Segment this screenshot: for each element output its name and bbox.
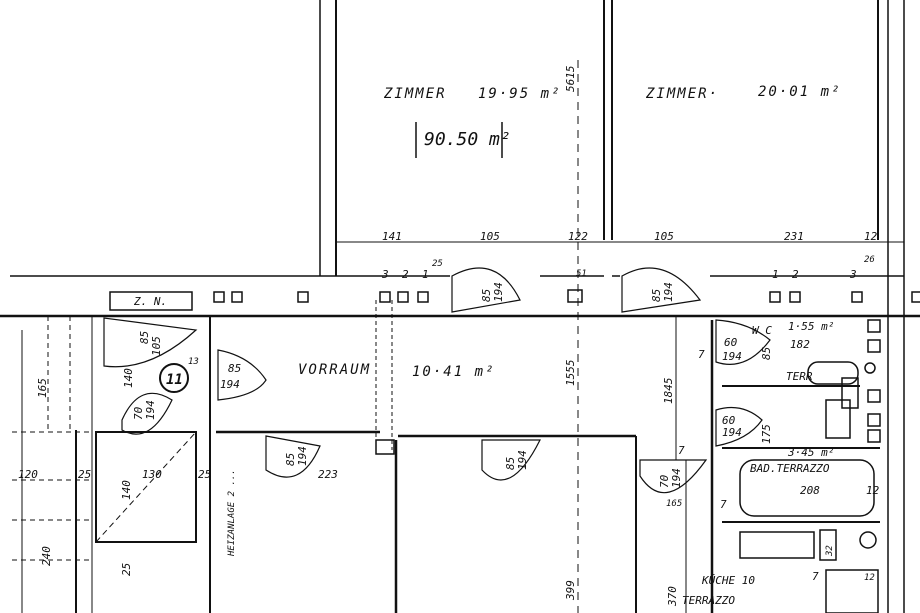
- dim-120: 120: [18, 468, 38, 481]
- dim-1555: 1555: [564, 360, 577, 387]
- bad-name: BAD.TERRAZZO: [750, 462, 830, 475]
- dim-85b: 85: [650, 289, 663, 302]
- fixtures: [739, 319, 881, 613]
- dim-370: 370: [666, 586, 679, 607]
- dim-25b: 25: [78, 468, 91, 481]
- dim-105a: 105: [480, 230, 500, 243]
- dim-140b: 140: [120, 480, 133, 500]
- dim-399: 399: [564, 580, 577, 601]
- dim-1845: 1845: [662, 378, 675, 405]
- dim-182: 182: [790, 338, 810, 351]
- dim-60b: 60: [722, 414, 736, 427]
- dim-7d: 7: [678, 444, 685, 457]
- dim-85c: 85: [284, 453, 297, 466]
- dim-12a: 12: [864, 230, 878, 243]
- zimmer1-area: 19·95 m²: [478, 86, 561, 102]
- dim-141: 141: [382, 230, 402, 243]
- dim-194c: 194: [144, 400, 157, 420]
- dim-51: 51: [576, 269, 587, 279]
- dim-208: 208: [800, 484, 820, 497]
- wc-name: W C: [752, 324, 772, 337]
- heizanlage-label: HEIZANLAGE 2 ...: [227, 469, 237, 557]
- dim-7c: 7: [812, 570, 819, 583]
- dim-7a: 7: [698, 348, 705, 361]
- dim-2b: 2: [792, 268, 799, 281]
- dim-25d: 25: [120, 563, 133, 576]
- dim-165: 165: [36, 378, 49, 398]
- dim-70a: 70: [132, 406, 145, 420]
- wc-floor: TERR: [786, 370, 813, 383]
- dim-194f: 194: [722, 350, 742, 363]
- door-swings: [103, 267, 771, 494]
- dim-3b: 3: [849, 268, 857, 281]
- dim-85e: 85: [760, 347, 773, 360]
- stair-marker-label: 11: [166, 372, 183, 388]
- dim-26: 26: [864, 255, 875, 265]
- dim-85f: 85: [138, 331, 151, 344]
- dim-175: 175: [760, 424, 773, 444]
- dim-194g: 194: [722, 426, 742, 439]
- dim-194h: 194: [670, 468, 683, 488]
- dim-140: 140: [122, 368, 135, 388]
- bad-area: 3·45 m²: [787, 446, 834, 459]
- kueche-floor: TERRAZZO: [682, 594, 735, 607]
- dim-32: 32: [825, 545, 835, 557]
- dim-13: 13: [188, 357, 199, 367]
- dim-25c: 25: [198, 468, 211, 481]
- dim-105c: 105: [150, 336, 163, 356]
- dim-194e: 194: [516, 450, 529, 470]
- dim-85d: 85: [504, 457, 517, 470]
- zimmer2-area: 20·01 m²: [758, 84, 841, 100]
- dim-2: 2: [402, 268, 409, 281]
- dim-231: 231: [784, 230, 804, 243]
- dim-85-zn: 85: [228, 362, 241, 375]
- vorraum-name: VORRAUM: [298, 362, 371, 378]
- dim-12c: 12: [864, 573, 875, 583]
- dim-130: 130: [142, 468, 162, 481]
- dim-1: 1: [422, 268, 429, 281]
- dim-70c: 70: [658, 474, 671, 488]
- dim-194a: 194: [492, 282, 505, 302]
- stair-marker: 11: [159, 363, 189, 393]
- zimmer2-name: ZIMMER·: [645, 86, 719, 102]
- room-labels: ZIMMER 19·95 m² ZIMMER· 20·01 m² VORRAUM…: [133, 84, 841, 607]
- total-area: 90.50 m²: [424, 129, 511, 150]
- dim-223: 223: [318, 468, 338, 481]
- dim-194d: 194: [296, 446, 309, 466]
- dimension-labels: 141 105 122 105 231 12 26 3 2 1 25 51 1 …: [18, 230, 880, 583]
- wc-area: 1·55 m²: [788, 320, 834, 333]
- dim-60a: 60: [724, 336, 738, 349]
- dim-12b: 12: [866, 484, 880, 497]
- vent-squares: [109, 289, 920, 311]
- dim-165b: 165: [666, 499, 682, 509]
- dim-122: 122: [568, 230, 588, 243]
- zimmer1-name: ZIMMER: [383, 86, 447, 102]
- dim-5615: 5615: [564, 66, 577, 93]
- dim-194-zn: 194: [220, 378, 240, 391]
- dim-85a: 85: [480, 289, 493, 302]
- dim-7b: 7: [720, 498, 727, 511]
- dim-105b: 105: [654, 230, 674, 243]
- kueche-name: KÜCHE 10: [701, 574, 755, 587]
- vorraum-area: 10·41 m²: [412, 364, 495, 380]
- dim-1b: 1: [772, 268, 779, 281]
- dim-25a: 25: [432, 259, 443, 269]
- zn-name: Z. N.: [133, 295, 167, 308]
- dim-194b: 194: [662, 282, 675, 302]
- total-area-box: 90.50 m²: [415, 122, 511, 158]
- vertical-labels: HEIZANLAGE 2 ... 5615 165 140 240 25 140…: [36, 66, 835, 608]
- dim-3: 3: [381, 268, 389, 281]
- dim-240: 240: [40, 546, 53, 566]
